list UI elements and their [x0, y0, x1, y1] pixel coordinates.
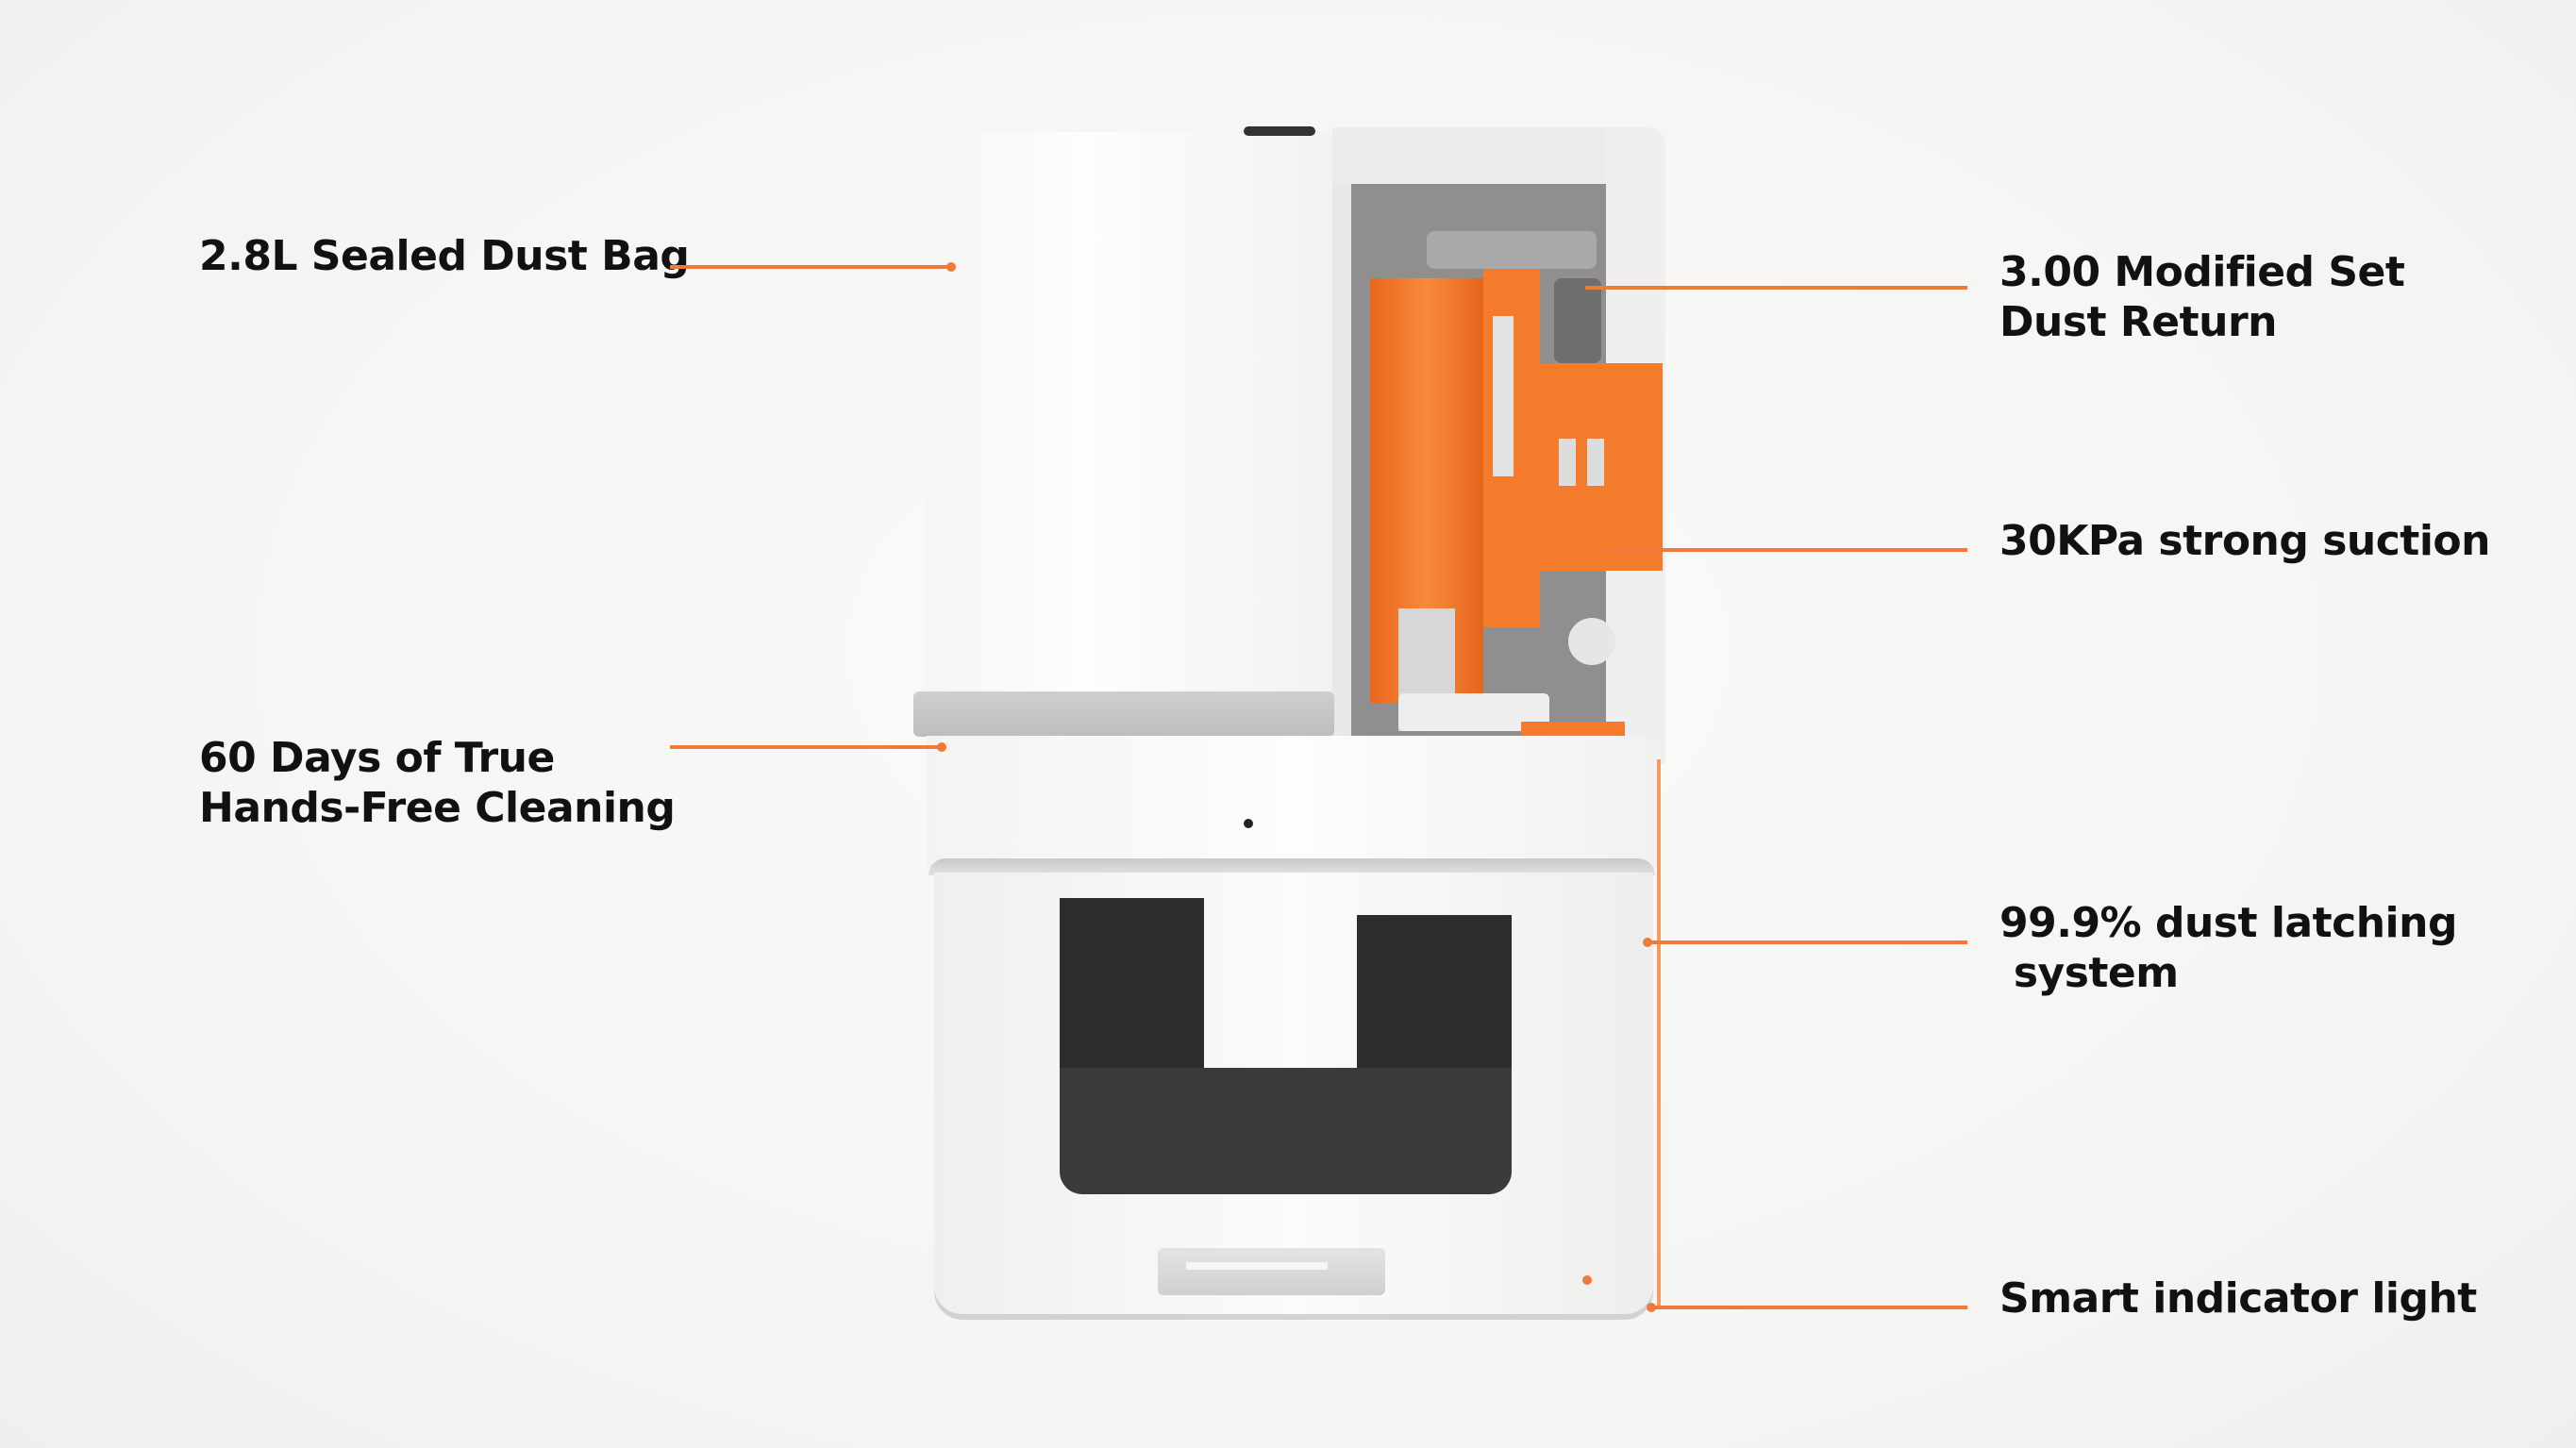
callout-label: system — [1999, 949, 2179, 997]
callout-leader-line — [1647, 940, 1967, 944]
callout-label: 2.8L Sealed Dust Bag — [199, 232, 690, 280]
callout-label: Dust Return — [1999, 298, 2278, 346]
drawer-window-right — [1357, 915, 1512, 1085]
callout-dot — [1582, 1275, 1592, 1285]
indicator-hole — [1244, 819, 1253, 828]
callout-dot — [937, 742, 946, 752]
callout-dot — [1647, 1303, 1656, 1312]
cutaway-interior — [1332, 127, 1665, 764]
indicator-light-strip — [1657, 759, 1661, 1307]
callout-label: 30KPa strong suction — [1999, 517, 2490, 565]
callout-leader-line — [1651, 1306, 1967, 1309]
dust-bag-cover — [923, 132, 1334, 698]
callout-label: 60 Days of True — [199, 734, 555, 782]
callout-dot — [946, 262, 956, 272]
drawer-seam — [928, 858, 1655, 875]
callout-leader-line — [670, 745, 944, 749]
drawer-window-left — [1060, 898, 1204, 1087]
middle-body — [927, 736, 1661, 868]
callout-label: Hands-Free Cleaning — [199, 784, 676, 832]
base-foot — [1158, 1248, 1385, 1295]
top-handle — [1244, 126, 1315, 136]
callout-leader-line — [1604, 548, 1967, 552]
drawer-window-bottom — [1060, 1068, 1512, 1194]
callout-leader-line — [670, 265, 951, 269]
callout-label: 3.00 Modified Set — [1999, 248, 2405, 296]
callout-leader-line — [1585, 286, 1967, 290]
callout-label: Smart indicator light — [1999, 1274, 2477, 1323]
callout-label: 99.9% dust latching — [1999, 899, 2457, 947]
lid-band — [913, 691, 1334, 737]
callout-dot — [1643, 938, 1652, 947]
